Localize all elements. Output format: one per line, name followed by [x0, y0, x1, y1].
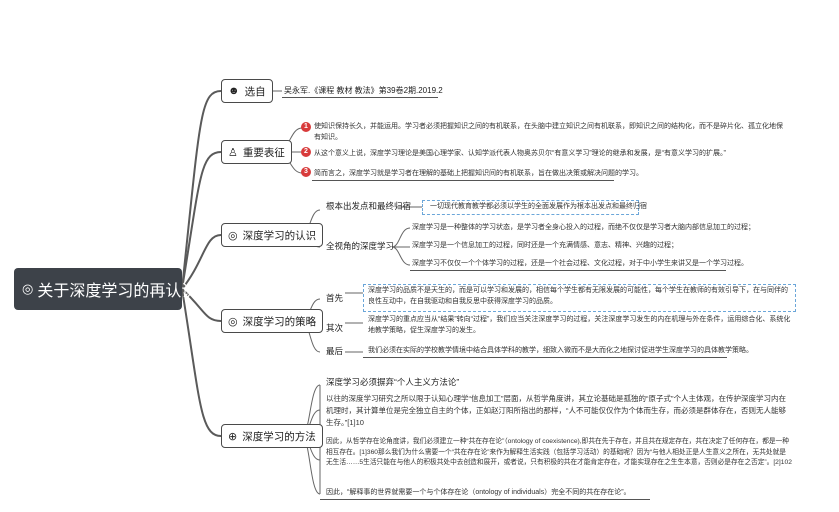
branch-method-label: 深度学习的方法 [242, 430, 316, 443]
method-paragraph: 以往的深度学习研究之所以限于认知心理学“信息加工”层面，从哲学角度讲，其立论基础… [326, 394, 786, 427]
branch-keypoints-label: 重要表征 [242, 146, 285, 159]
branch-understanding-label: 深度学习的认识 [242, 229, 317, 242]
method-paragraph: 因此，“解释事的世界就需要一个与个体存在论（ontology of indivi… [326, 489, 631, 496]
divider [320, 499, 650, 500]
magnifier-icon: ⊕ [228, 430, 238, 443]
strategy-label: 其次 [326, 323, 344, 333]
branch-strategy[interactable]: ◎ 深度学习的策略 [221, 309, 324, 333]
strategy-text: 深度学习的品质不是天生的，而是可以学习和发展的，相信每个学生都有无限发展的可能性… [368, 287, 788, 305]
strategy-label: 最后 [326, 346, 344, 356]
branch-strategy-label: 深度学习的策略 [242, 315, 317, 328]
person-icon: ☻ [228, 85, 240, 97]
branch-method[interactable]: ⊕ 深度学习的方法 [221, 424, 323, 448]
source-text: 吴永军.《课程 教材 教法》第39卷2期.2019.2 [284, 86, 443, 95]
target-icon: ◎ [22, 281, 34, 296]
target-icon: ◎ [228, 315, 238, 328]
subtopic-label: 全视角的深度学习 [326, 241, 395, 251]
highlight-box [422, 200, 639, 215]
subtopic-label: 根本出发点和最终归宿 [326, 201, 412, 211]
keypoint-text: 使知识保持长久，并能运用。学习者必须把握知识之间的有机联系，在头脑中建立知识之间… [314, 123, 783, 141]
number-badge: 1 [301, 122, 311, 132]
strategy-text: 我们必须在实际的学校教学情境中结合具体学科的教学，细致入微而不是大而化之地探讨促… [368, 347, 753, 354]
keypoint-text: 简而言之，深度学习就是学习者在理解的基础上把握知识间的有机联系，旨在做出决策或解… [314, 170, 643, 177]
strategy-text: 深度学习的重点应当从“结果”转向“过程”，我们应当关注深度学习的过程，关注深度学… [368, 316, 791, 334]
method-heading: 深度学习必须摒弃“个人主义方法论” [326, 377, 460, 387]
list-item: 深度学习不仅仅一个个体学习的过程，还是一个社会过程、文化过程，对于中小学生来讲又… [412, 260, 748, 267]
branch-understanding[interactable]: ◎ 深度学习的认识 [221, 223, 324, 247]
number-badge: 3 [301, 167, 311, 177]
highlight-box [363, 284, 796, 312]
subtopic-text: 一切现代教育教学都必须以学生的全面发展作为根本出发点和最终归宿 [430, 203, 647, 210]
target-icon: ◎ [228, 229, 238, 242]
branch-keypoints[interactable]: ♙ 重要表征 [221, 140, 292, 164]
list-item: 深度学习是一个信息加工的过程，同时还是一个充满情感、意志、精神、兴趣的过程； [412, 242, 678, 249]
branch-source-label: 选自 [244, 85, 266, 98]
number-badge: 2 [301, 147, 311, 157]
keypoint-text: 从这个意义上说，深度学习理论是美国心理学家、认知学派代表人物奥苏贝尔“有意义学习… [314, 150, 726, 157]
strategy-label: 首先 [326, 293, 344, 303]
root-topic[interactable]: ◎ 关于深度学习的再认识 [14, 268, 197, 310]
divider [410, 270, 726, 271]
method-paragraph: 因此，从哲学存在论角度讲，我们必须建立一种“共在存在论”（ontology of… [326, 438, 792, 466]
teacher-icon: ♙ [228, 146, 238, 159]
divider [312, 180, 614, 181]
divider [282, 97, 438, 98]
branch-source[interactable]: ☻ 选自 [221, 79, 273, 103]
root-title: 关于深度学习的再认识 [37, 283, 198, 300]
divider [363, 357, 727, 358]
list-item: 深度学习是一种整体的学习状态，是学习者全身心投入的过程，而绝不仅仅是学习者大脑内… [412, 224, 755, 231]
